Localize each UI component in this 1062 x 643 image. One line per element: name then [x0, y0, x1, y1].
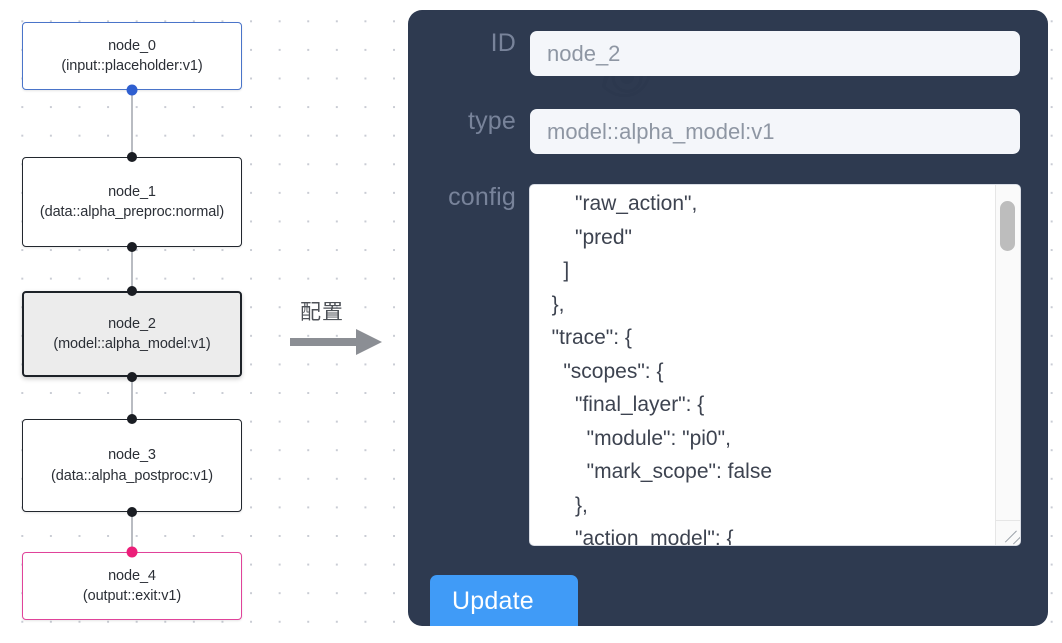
edge-node1-node2 [131, 247, 133, 291]
node-title: node_4 [108, 567, 156, 584]
node-handle-target-node_1[interactable] [127, 152, 137, 162]
graph-node-node_3[interactable]: node_3 (data::alpha_postproc:v1) [22, 419, 242, 512]
config-label: config [448, 183, 516, 211]
node-title: node_0 [108, 37, 156, 54]
node-subtitle: (model::alpha_model:v1) [53, 336, 211, 352]
id-input[interactable] [530, 31, 1020, 76]
node-handle-target-node_3[interactable] [127, 414, 137, 424]
graph-node-node_0[interactable]: node_0 (input::placeholder:v1) [22, 22, 242, 90]
node-handle-source-node_1[interactable] [127, 242, 137, 252]
config-scrollbar-thumb[interactable] [1000, 201, 1015, 251]
id-label: ID [490, 29, 516, 57]
node-handle-source-node_2[interactable] [127, 372, 137, 382]
node-subtitle: (input::placeholder:v1) [61, 58, 203, 74]
node-title: node_3 [108, 447, 156, 463]
transition-arrow-group: 配置 [290, 296, 400, 358]
field-row-type: type [408, 109, 1020, 154]
node-graph[interactable]: node_0 (input::placeholder:v1) node_1 (d… [0, 0, 400, 643]
arrow-icon [290, 329, 382, 355]
field-row-id: ID [408, 31, 1020, 76]
config-editor[interactable]: "raw_action", "pred" ] }, "trace": { "sc… [530, 185, 1020, 545]
edge-node2-node3 [131, 377, 133, 419]
arrow-label: 配置 [300, 300, 344, 324]
config-scrollbar[interactable] [995, 185, 1020, 521]
node-subtitle: (data::alpha_postproc:v1) [51, 467, 213, 484]
resize-handle-icon[interactable] [995, 520, 1020, 545]
edge-node0-node1 [131, 90, 133, 156]
node-title: node_1 [108, 183, 156, 200]
node-handle-source-node_0[interactable] [126, 84, 138, 96]
type-label: type [467, 107, 516, 135]
config-textarea[interactable]: "raw_action", "pred" ] }, "trace": { "sc… [530, 185, 996, 545]
field-row-config: config "raw_action", "pred" ] }, "trace"… [408, 185, 1020, 545]
node-handle-target-node_2[interactable] [127, 286, 137, 296]
node-handle-target-node_4[interactable] [126, 546, 138, 558]
graph-node-node_4[interactable]: node_4 (output::exit:v1) [22, 552, 242, 620]
node-title: node_2 [108, 315, 156, 332]
graph-node-node_2[interactable]: node_2 (model::alpha_model:v1) [22, 291, 242, 377]
node-handle-source-node_3[interactable] [127, 507, 137, 517]
node-subtitle: (data::alpha_preproc:normal) [39, 204, 225, 220]
type-input[interactable] [530, 109, 1020, 154]
graph-node-node_1[interactable]: node_1 (data::alpha_preproc:normal) [22, 157, 242, 247]
update-button[interactable]: Update [430, 575, 578, 626]
node-subtitle: (output::exit:v1) [82, 588, 182, 604]
edge-node3-node4 [131, 512, 133, 552]
node-config-panel: 👁 ID type config "raw_action", "pred" ] … [408, 10, 1048, 626]
